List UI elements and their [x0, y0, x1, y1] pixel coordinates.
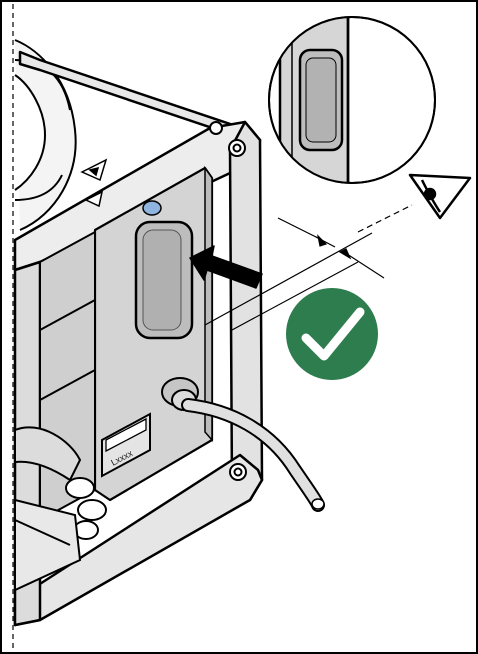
dimension-lines — [204, 217, 385, 331]
mounting-screws — [209, 121, 247, 481]
magnifier-callout — [268, 16, 436, 184]
warning-labels — [80, 158, 108, 208]
seal-gasket-highlight — [142, 229, 182, 331]
eye-icon — [408, 173, 472, 220]
label-plate: Lxxxx — [101, 412, 151, 478]
cable-end — [311, 498, 325, 510]
cable-inner — [183, 400, 323, 510]
sight-line — [357, 204, 413, 233]
hose-fittings — [14, 426, 107, 592]
check-circle-icon — [286, 288, 378, 380]
sensor-indicator — [142, 200, 162, 216]
inner-panel-edge — [204, 165, 213, 442]
pointing-arrow — [189, 245, 263, 289]
